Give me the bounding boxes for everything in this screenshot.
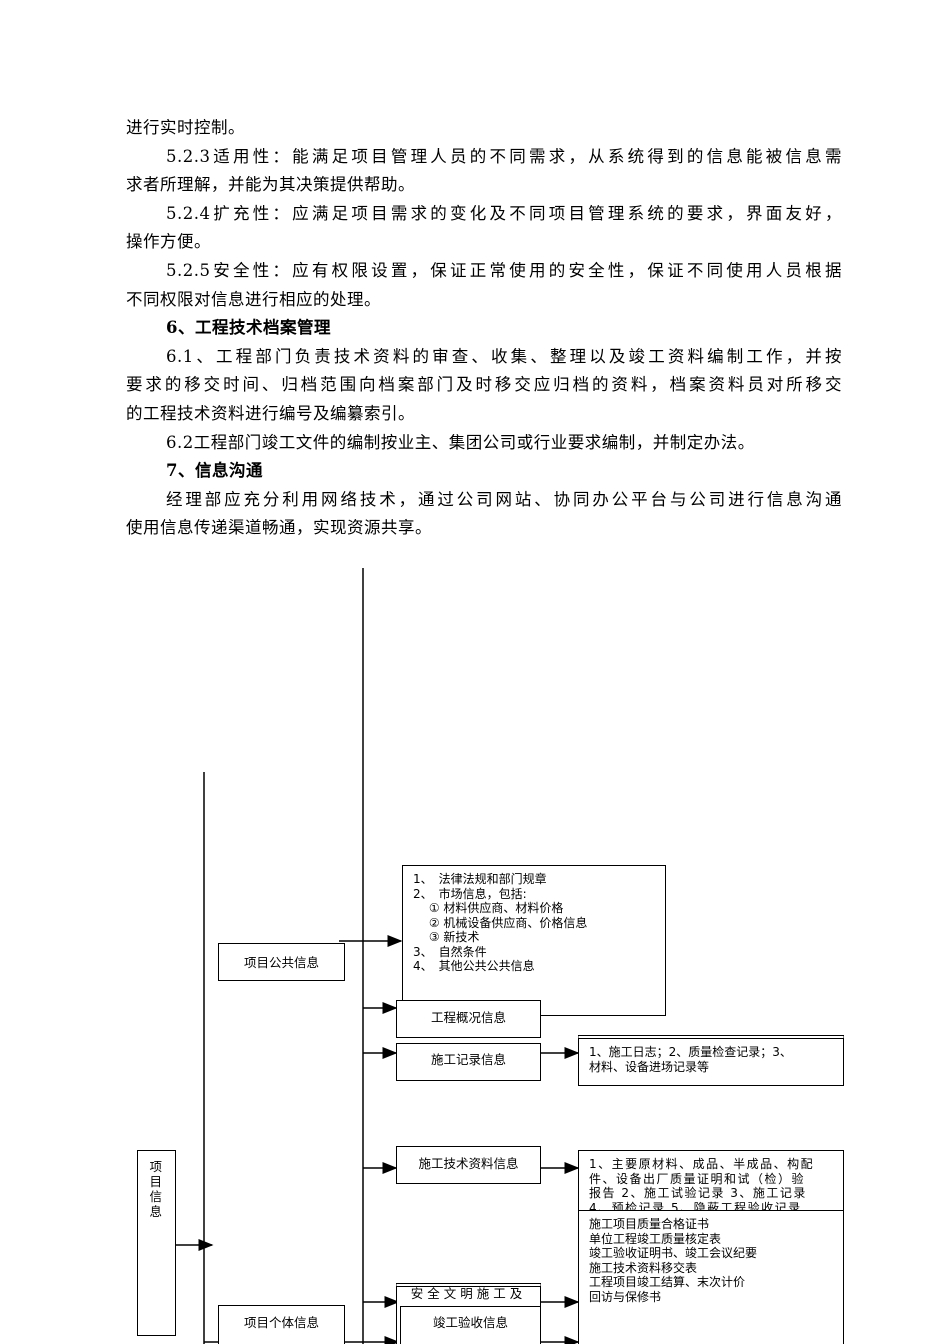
acceptance-list-box: 施工项目质量合格证书单位工程竣工质量核定表竣工验收证明书、竣工会议纪要施工技术资…	[578, 1210, 844, 1344]
tech-data-list-box: 1、主要原材料、成品、半成品、构配件、设备出厂质量证明和试（检）验报告 2、施工…	[578, 1150, 844, 1212]
tech-data-box: 施工技术资料信息	[396, 1146, 541, 1184]
paragraph-line: 要求的移交时间、归档范围向档案部门及时移交应归档的资料，档案资料员对所移交	[126, 375, 842, 395]
overview-box: 工程概况信息	[396, 1000, 541, 1038]
paragraph-line: 使用信息传递渠道畅通，实现资源共享。	[126, 518, 432, 538]
construction-record-list-box: 1、施工日志；2、质量检查记录；3、材料、设备进场记录等	[578, 1035, 844, 1086]
list-item: 4、预检记录 5、隐蔽工程验收记录	[589, 1200, 802, 1212]
section-heading: 7、信息沟通	[166, 461, 263, 481]
list-item: 回访与保修书	[589, 1289, 662, 1304]
acceptance-box: 竣工验收信息	[400, 1306, 541, 1344]
list-item: 1、主要原材料、成品、半成品、构配	[589, 1157, 815, 1171]
list-item: 1、 法律法规和部门规章	[413, 872, 547, 886]
list-item: 报告 2、施工试验记录 3、施工记录	[589, 1186, 807, 1200]
individual-info-label: 项目个体信息	[243, 1315, 319, 1330]
paragraph-line: 6.2工程部门竣工文件的编制按业主、集团公司或行业要求编制，并制定办法。	[166, 432, 755, 452]
tech-data-label: 施工技术资料信息	[418, 1156, 519, 1171]
list-item: 单位工程竣工质量核定表	[589, 1231, 722, 1246]
list-item: 1、施工日志；2、质量检查记录；3、	[589, 1045, 792, 1059]
list-item: 4、 其他公共公共信息	[413, 959, 535, 973]
list-item: ③ 新技术	[413, 930, 480, 944]
paragraph-line: 6.1、工程部门负责技术资料的审查、收集、整理以及竣工资料编制工作，并按	[166, 346, 842, 366]
root-box: 项目信息	[137, 1150, 176, 1336]
construction-record-box: 施工记录信息	[396, 1043, 541, 1081]
public-info-label: 项目公共信息	[243, 955, 319, 970]
paragraph-line: 的工程技术资料进行编号及编纂索引。	[126, 404, 415, 423]
list-item: 3、 自然条件	[413, 944, 487, 959]
paragraph-line: 进行实时控制。	[126, 118, 245, 137]
section-heading: 6、工程技术档案管理	[166, 318, 331, 338]
list-item: 工程项目竣工结算、末次计价	[589, 1275, 746, 1289]
list-item: 件、设备出厂质量证明和试（检）验	[589, 1171, 806, 1186]
overview-label: 工程概况信息	[430, 1010, 506, 1025]
paragraph-line: 求者所理解，并能为其决策提供帮助。	[126, 175, 415, 195]
construction-record-label: 施工记录信息	[430, 1052, 506, 1067]
individual-info-box: 项目个体信息	[218, 1305, 345, 1344]
paragraph-line: 5.2.4扩充性：应满足项目需求的变化及不同项目管理系统的要求，界面友好，	[166, 203, 842, 223]
paragraph-line: 5.2.5安全性：应有权限设置，保证正常使用的安全性，保证不同使用人员根据	[166, 261, 842, 280]
list-item: ② 机械设备供应商、价格信息	[413, 915, 588, 930]
list-item: 施工技术资料移交表	[589, 1260, 698, 1275]
safety-label: 安全文明施工及	[410, 1286, 527, 1301]
list-item: 施工项目质量合格证书	[589, 1217, 710, 1231]
list-item: ① 材料供应商、材料价格	[413, 901, 564, 915]
acceptance-label: 竣工验收信息	[432, 1315, 508, 1330]
list-item: 竣工验收证明书、竣工会议纪要	[589, 1246, 758, 1260]
paragraph-line: 不同权限对信息进行相应的处理。	[126, 289, 381, 309]
paragraph-line: 操作方便。	[126, 232, 211, 252]
list-item: 2、 市场信息，包括:	[413, 886, 527, 901]
list-item: 材料、设备进场记录等	[589, 1059, 710, 1074]
paragraph-line: 5.2.3适用性：能满足项目管理人员的不同需求，从系统得到的信息能被信息需	[166, 146, 842, 166]
paragraph-line: 经理部应充分利用网络技术，通过公司网站、协同办公平台与公司进行信息沟通	[166, 489, 842, 509]
public-info-box: 项目公共信息	[218, 943, 345, 981]
root-label: 项目信息	[149, 1159, 163, 1219]
